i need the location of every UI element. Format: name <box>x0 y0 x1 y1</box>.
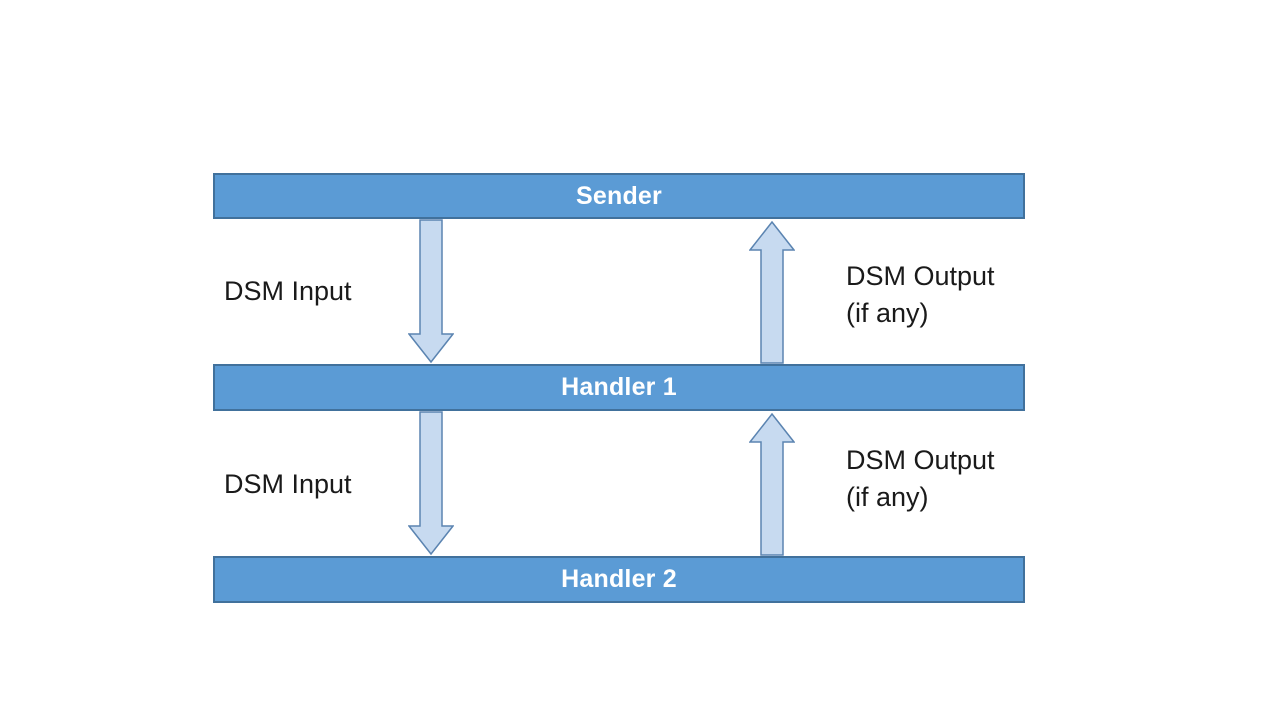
node-sender-label: Sender <box>576 181 662 210</box>
node-handler-2: Handler 2 <box>213 556 1025 603</box>
dsm-output-label: DSM Output (if any) <box>846 258 995 332</box>
node-handler-1: Handler 1 <box>213 364 1025 411</box>
node-sender: Sender <box>213 173 1025 219</box>
up-arrow-icon <box>749 221 795 364</box>
dsm-output-label: DSM Output (if any) <box>846 442 995 516</box>
down-arrow-icon <box>408 219 454 364</box>
dsm-output-label-line2: (if any) <box>846 482 929 512</box>
dsm-input-label: DSM Input <box>224 276 352 306</box>
node-handler-1-label: Handler 1 <box>561 373 677 401</box>
dsm-input-label: DSM Input <box>224 469 352 499</box>
dsm-output-label-line1: DSM Output <box>846 261 995 291</box>
dsm-output-label-line1: DSM Output <box>846 445 995 475</box>
dsm-output-label-line2: (if any) <box>846 298 929 328</box>
down-arrow-icon <box>408 411 454 556</box>
up-arrow-icon <box>749 413 795 556</box>
node-handler-2-label: Handler 2 <box>561 565 677 593</box>
